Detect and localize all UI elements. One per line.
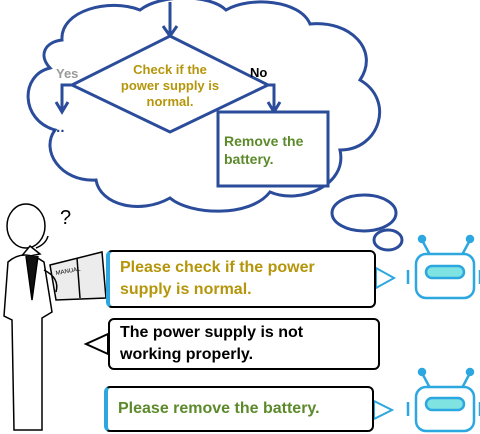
robot-speech-bubble: Please remove the battery. [104, 386, 374, 432]
action-text: Remove the battery. [224, 133, 304, 167]
decision-diamond [68, 34, 272, 134]
svg-text:MANUAL: MANUAL [55, 267, 81, 277]
thought-trail [330, 193, 404, 252]
yes-branch-ellipsis: ... [52, 119, 65, 136]
robot-message: Please check if the power supply is norm… [120, 259, 315, 298]
action-box [216, 110, 330, 188]
no-label: No [250, 65, 268, 80]
robot-head-icon [406, 367, 480, 433]
yes-label: Yes [56, 66, 79, 81]
decision-text: Check if the power supply is normal. [120, 62, 220, 109]
robot-speech-bubble: Please check if the power supply is norm… [106, 250, 376, 308]
robot-head-icon [406, 234, 480, 300]
robot-message: Please remove the battery. [118, 400, 320, 417]
svg-text:?: ? [60, 207, 71, 229]
person-speech-bubble: The power supply is not working properly… [108, 318, 380, 370]
person-message: The power supply is not working properly… [120, 324, 304, 363]
flowchart [54, 2, 330, 188]
person-with-manual: MANUAL ? [3, 203, 107, 431]
